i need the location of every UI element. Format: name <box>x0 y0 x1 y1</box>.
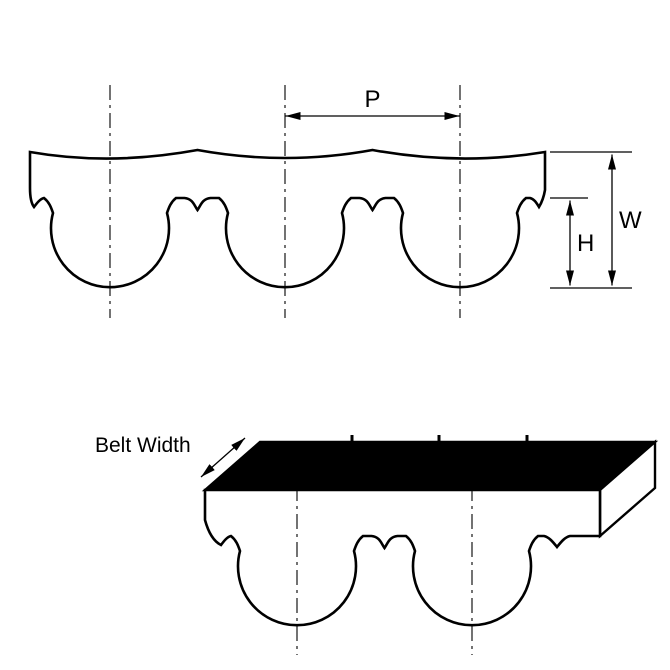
belt-width-dimension: Belt Width <box>95 434 246 478</box>
pitch-dimension: P <box>285 86 460 120</box>
belt-profile-outline <box>28 148 547 289</box>
profile-view: P W H <box>28 85 642 318</box>
belt-width-label: Belt Width <box>95 434 191 457</box>
belt-top-face <box>201 440 659 492</box>
belt-thickness-dimension: W <box>608 154 642 286</box>
pitch-label: P <box>364 86 380 113</box>
isometric-view: Belt Width <box>95 434 659 655</box>
tooth-height-label: H <box>577 230 594 257</box>
tooth-height-dimension: H <box>566 200 594 286</box>
belt-front-profile <box>203 488 602 627</box>
belt-width-arrow <box>200 437 246 478</box>
belt-thickness-label: W <box>619 207 642 234</box>
